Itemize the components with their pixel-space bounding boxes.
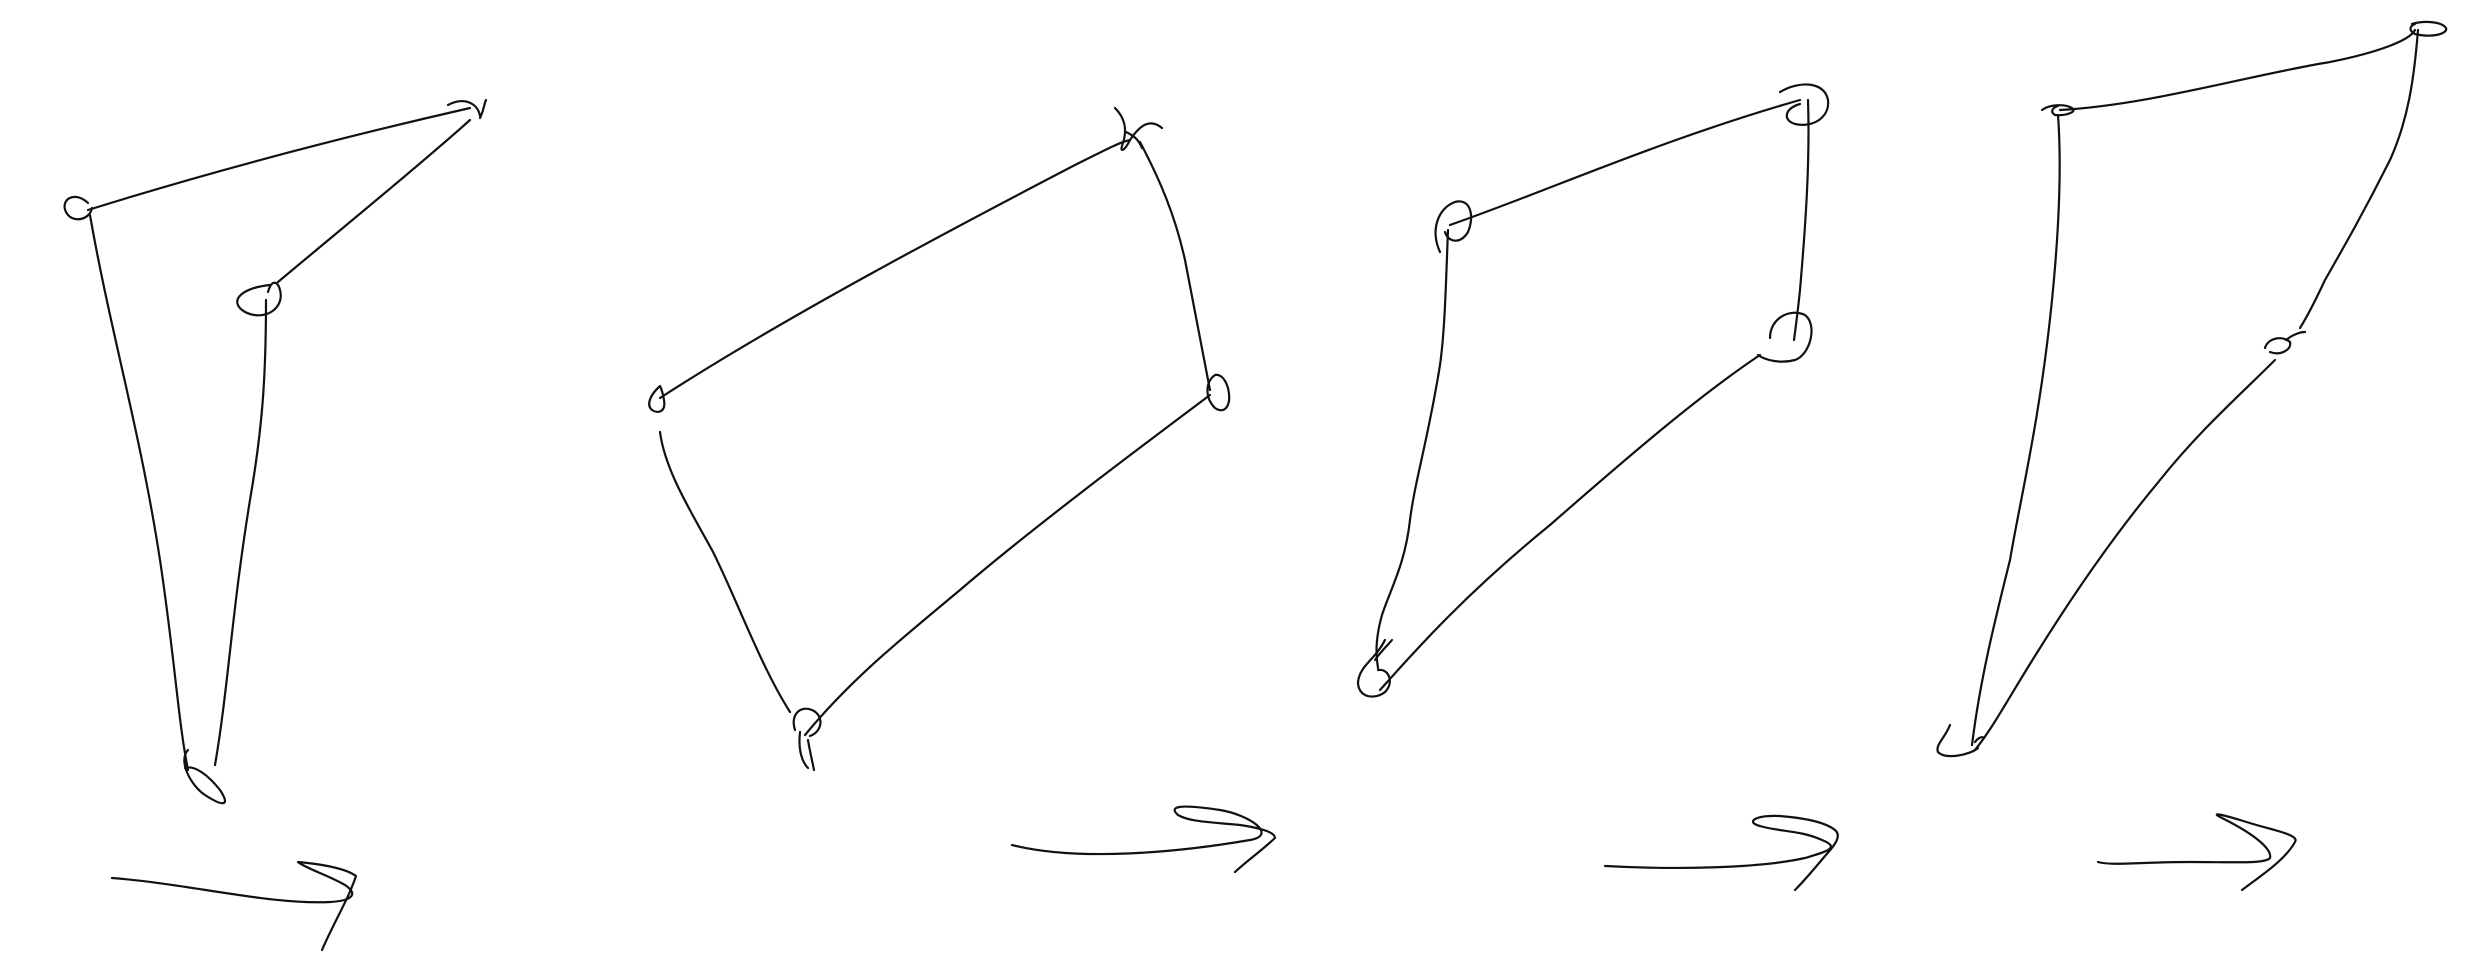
linkage-figure-4 bbox=[1936, 20, 2448, 892]
figure-4-left-link bbox=[1970, 113, 2061, 747]
figure-1-middle-link bbox=[213, 298, 268, 767]
figure-3-pivot-top-right bbox=[1778, 83, 1830, 126]
figure-4-arrow bbox=[2096, 813, 2297, 892]
figure-2-pivot-right bbox=[1206, 373, 1231, 412]
figure-3-top-link bbox=[1448, 98, 1802, 227]
figure-3-bottom-diagonal-link bbox=[1378, 353, 1762, 692]
figure-2-bottom-diagonal-link bbox=[803, 393, 1212, 737]
figure-1-pivot-middle bbox=[236, 281, 282, 317]
figure-4-pivot-top-left bbox=[2040, 104, 2075, 117]
figure-4-pivot-bottom bbox=[1936, 723, 1986, 758]
figure-1-arrow bbox=[110, 860, 358, 952]
linkage-figure-2 bbox=[648, 106, 1277, 874]
figure-1-pivot-top-left bbox=[63, 195, 94, 221]
figure-2-top-link bbox=[658, 138, 1132, 400]
figure-2-arrow bbox=[1010, 805, 1277, 874]
figure-1-right-diagonal-link bbox=[276, 118, 472, 284]
figure-4-pivot-middle bbox=[2263, 330, 2307, 355]
linkage-figure-3 bbox=[1356, 83, 1839, 892]
figure-3-arrow bbox=[1603, 814, 1839, 892]
figure-2-left-link bbox=[658, 430, 792, 714]
figure-2-pivot-top bbox=[1113, 106, 1164, 152]
figure-1-top-link bbox=[86, 106, 472, 212]
figure-3-right-link bbox=[1792, 98, 1810, 342]
figure-1-left-link bbox=[88, 213, 190, 772]
linkage-figure-1 bbox=[63, 98, 488, 952]
figure-3-pivot-middle-right bbox=[1756, 311, 1813, 363]
figure-4-top-link bbox=[2058, 28, 2417, 112]
figure-2-right-link bbox=[1138, 140, 1212, 392]
figure-2-pivot-bottom bbox=[792, 707, 822, 772]
figure-2-pivot-left bbox=[648, 384, 666, 413]
figure-3-left-link bbox=[1375, 228, 1450, 670]
figure-1-pivot-top-right bbox=[446, 98, 488, 120]
figure-1-pivot-bottom bbox=[183, 748, 227, 805]
figure-4-lower-diagonal-link bbox=[1973, 358, 2277, 752]
figure-4-right-link bbox=[2298, 28, 2420, 330]
figure-3-pivot-bottom bbox=[1356, 638, 1394, 698]
figure-3-pivot-top-left bbox=[1434, 200, 1473, 254]
figure-4-pivot-top-right bbox=[2409, 20, 2448, 37]
